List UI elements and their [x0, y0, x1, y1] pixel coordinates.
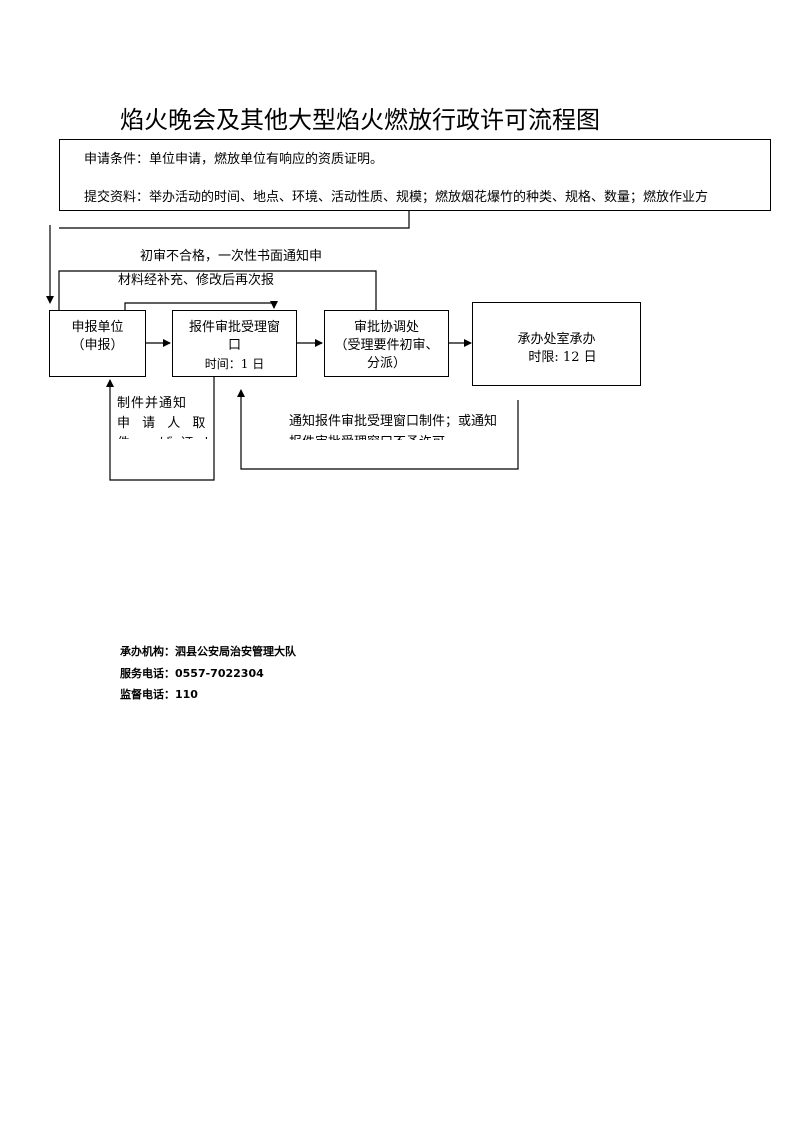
conditions-materials: 提交资料：举办活动的时间、地点、环境、活动性质、规模；燃放烟花爆竹的种类、规格、… [84, 190, 709, 205]
office-box: 承办处室承办 时限: 12 日 [472, 302, 641, 386]
reject-note-line1: 初审不合格，一次性书面通知申 [140, 249, 323, 264]
coordination-box: 审批协调处 （受理要件初审、 分派） [324, 310, 449, 377]
notify-note-line3: 件 、 ば 证 ト [117, 432, 217, 439]
footer-organization: 承办机构：泗县公安局治安管理大队 [120, 645, 296, 658]
footer-supervision-phone: 监督电话：110 [120, 688, 198, 701]
office-box-title: 承办处室承办 [517, 332, 596, 347]
deny-note-line2: 报件审批受理窗口不予许可 [289, 431, 445, 440]
window-box-title-cont: 口 [227, 338, 241, 353]
applicant-box-subtitle: （申报） [71, 338, 124, 353]
notify-note-line1: 制件并通知 [117, 396, 188, 411]
page-title: 焰火晚会及其他大型焰火燃放行政许可流程图 [120, 106, 600, 134]
conditions-requirement: 申请条件：单位申请，燃放单位有响应的资质证明。 [84, 152, 384, 167]
deny-note-line1: 通知报件审批受理窗口制件；或通知 [289, 414, 498, 429]
deny-loop-connector [240, 396, 519, 470]
notify-loop-connector [109, 376, 215, 481]
applicant-box-title: 申报单位 [71, 320, 124, 335]
reject-loop-connector [58, 270, 377, 310]
conditions-box: 申请条件：单位申请，燃放单位有响应的资质证明。 提交资料：举办活动的时间、地点、… [59, 139, 771, 211]
applicant-box: 申报单位 （申报） [49, 310, 146, 377]
coordination-box-detail: （受理要件初审、 [334, 338, 439, 353]
resubmit-arrow [124, 301, 278, 310]
office-box-time: 时限: 12 日 [528, 350, 597, 365]
coordination-box-title: 审批协调处 [353, 320, 419, 335]
notify-note-line2: 申 请 人 取 [117, 416, 210, 431]
coordination-box-detail-cont: 分派） [366, 356, 406, 371]
window-box: 报件审批受理窗 口 时间：1 日 [172, 310, 297, 377]
reject-note-line2: 材料经补充、修改后再次报 [118, 273, 275, 286]
window-box-title: 报件审批受理窗 [188, 320, 280, 335]
submit-connector [59, 211, 410, 229]
window-box-time: 时间：1 日 [204, 357, 265, 371]
footer-service-phone: 服务电话：0557-7022304 [120, 667, 264, 680]
